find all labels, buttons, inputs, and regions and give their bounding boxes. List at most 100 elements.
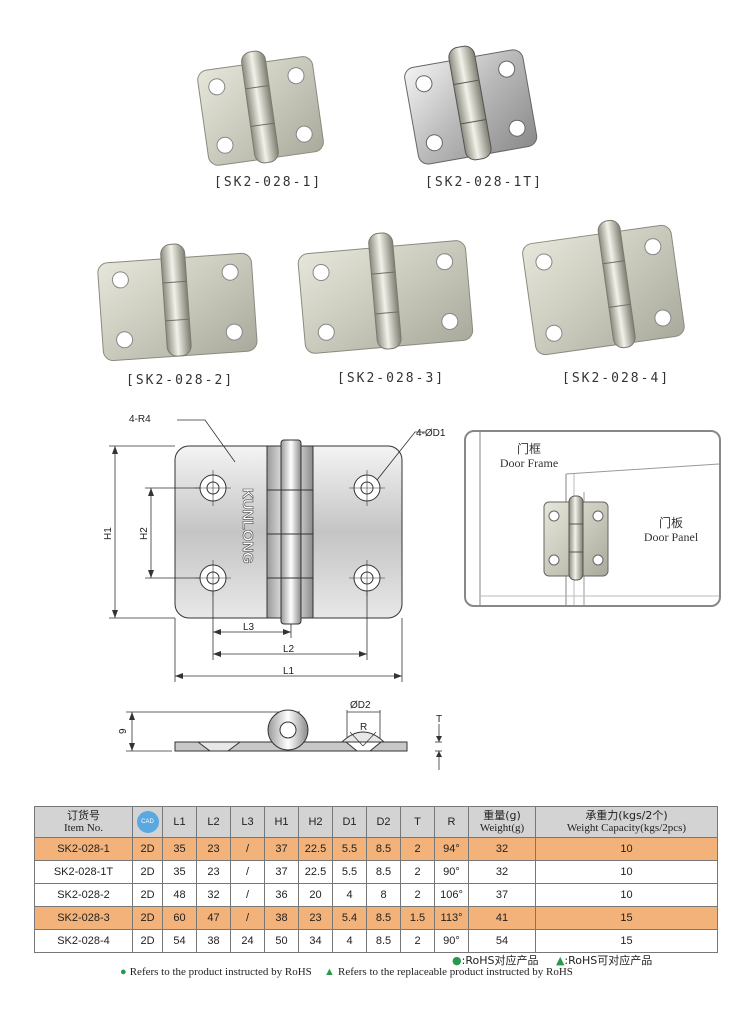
product-code-1: [SK2-028-1] [214, 175, 323, 190]
product-image-sk2-028-4 [522, 219, 685, 356]
cell-d2: 8.5 [366, 837, 401, 861]
cell-capacity: 10 [535, 860, 718, 884]
cell-l2: 47 [196, 906, 231, 930]
dim-h2-label: H2 [139, 527, 150, 540]
header-capacity: 承重力(kgs/2个)Weight Capacity(kgs/2pcs) [535, 806, 718, 838]
rohs-dot-icon: ● [120, 966, 127, 978]
dim-l3-label: L3 [243, 622, 255, 633]
cell-item: SK2-028-1T [34, 860, 133, 884]
rohs-dot-icon: ● [452, 954, 462, 967]
cell-l3: 24 [230, 929, 265, 953]
cell-capacity: 15 [535, 929, 718, 953]
table-row: SK2-028-1 2D 35 23 / 37 22.5 5.5 8.5 2 9… [34, 837, 718, 861]
cell-cad[interactable]: 2D [132, 860, 163, 884]
cell-l2: 38 [196, 929, 231, 953]
dim-l1-label: L1 [283, 666, 295, 677]
door-panel-label: 门板 Door Panel [626, 516, 716, 544]
rohs-triangle-icon: ▲ [555, 954, 565, 967]
cell-r: 106° [434, 883, 469, 907]
cell-l3: / [230, 883, 265, 907]
brand-logo: KUNLONG [239, 488, 256, 564]
cell-cad[interactable]: 2D [132, 837, 163, 861]
legend-replace-en: Refers to the replaceable product instru… [338, 966, 573, 978]
cell-cad[interactable]: 2D [132, 883, 163, 907]
cell-r: 90° [434, 929, 469, 953]
cell-r: 113° [434, 906, 469, 930]
product-code-2: [SK2-028-2] [126, 373, 235, 388]
cell-l1: 35 [162, 860, 197, 884]
dim-9-label: 9 [118, 728, 129, 734]
cell-d2: 8.5 [366, 929, 401, 953]
technical-drawing-front: KUNLONG 4-R4 H1 H2 L3 L2 L1 [103, 414, 425, 682]
cell-weight: 32 [468, 837, 536, 861]
table-row: SK2-028-1T 2D 35 23 / 37 22.5 5.5 8.5 2 … [34, 860, 718, 884]
dim-r-label: R [360, 722, 367, 733]
header-d1: D1 [332, 806, 367, 838]
cell-l1: 35 [162, 837, 197, 861]
cell-h2: 34 [298, 929, 333, 953]
dim-d1-label: 4-ØD1 [416, 428, 446, 439]
product-image-sk2-028-2 [97, 243, 258, 362]
table-row: SK2-028-3 2D 60 47 / 38 23 5.4 8.5 1.5 1… [34, 906, 718, 930]
dim-d1-leader: 4-ØD1 [416, 428, 446, 439]
cell-l3: / [230, 860, 265, 884]
cell-h2: 22.5 [298, 860, 333, 884]
header-weight: 重量(g)Weight(g) [468, 806, 536, 838]
product-image-sk2-028-1 [197, 50, 324, 166]
product-image-sk2-028-1t [404, 45, 538, 165]
table-row: SK2-028-4 2D 54 38 24 50 34 4 8.5 2 90° … [34, 929, 718, 953]
cell-h1: 36 [264, 883, 299, 907]
cell-d2: 8.5 [366, 860, 401, 884]
cell-item: SK2-028-1 [34, 837, 133, 861]
cell-h2: 22.5 [298, 837, 333, 861]
cell-h1: 38 [264, 906, 299, 930]
legend-rohs-zh: :RoHS对应产品 [461, 954, 539, 967]
dim-r4-label: 4-R4 [129, 414, 151, 425]
cell-capacity: 15 [535, 906, 718, 930]
cell-cad[interactable]: 2D [132, 929, 163, 953]
cell-t: 2 [400, 860, 435, 884]
dim-d2-label: ØD2 [350, 700, 371, 711]
cell-cad[interactable]: 2D [132, 906, 163, 930]
cell-weight: 37 [468, 883, 536, 907]
cell-l2: 32 [196, 883, 231, 907]
door-panel-en: Door Panel [643, 530, 699, 544]
legend-zh: ●:RoHS对应产品 ▲:RoHS可对应产品 [452, 952, 652, 968]
technical-drawing-side: 9 ØD2 R T [118, 700, 442, 770]
door-panel-zh: 门板 [658, 516, 683, 530]
cell-l1: 48 [162, 883, 197, 907]
cell-d2: 8 [366, 883, 401, 907]
cell-d1: 5.5 [332, 860, 367, 884]
cell-t: 1.5 [400, 906, 435, 930]
header-d2: D2 [366, 806, 401, 838]
header-r: R [434, 806, 469, 838]
cell-r: 90° [434, 860, 469, 884]
cell-l1: 54 [162, 929, 197, 953]
door-frame-label: 门框 Door Frame [484, 442, 574, 470]
product-code-4: [SK2-028-4] [562, 371, 671, 386]
cell-item: SK2-028-2 [34, 883, 133, 907]
header-h1: H1 [264, 806, 299, 838]
cell-t: 2 [400, 837, 435, 861]
cell-item: SK2-028-4 [34, 929, 133, 953]
cell-r: 94° [434, 837, 469, 861]
cell-weight: 32 [468, 860, 536, 884]
cell-h1: 37 [264, 837, 299, 861]
cell-h1: 37 [264, 860, 299, 884]
dim-h1-label: H1 [103, 527, 114, 540]
cell-item: SK2-028-3 [34, 906, 133, 930]
cell-t: 2 [400, 883, 435, 907]
header-l1: L1 [162, 806, 197, 838]
cell-l2: 23 [196, 860, 231, 884]
cell-d2: 8.5 [366, 906, 401, 930]
cell-l3: / [230, 837, 265, 861]
cell-l2: 23 [196, 837, 231, 861]
legend-replace-zh: :RoHS可对应产品 [564, 954, 653, 967]
cell-l3: / [230, 906, 265, 930]
cell-weight: 54 [468, 929, 536, 953]
cell-d1: 4 [332, 883, 367, 907]
cell-d1: 4 [332, 929, 367, 953]
header-l3: L3 [230, 806, 265, 838]
